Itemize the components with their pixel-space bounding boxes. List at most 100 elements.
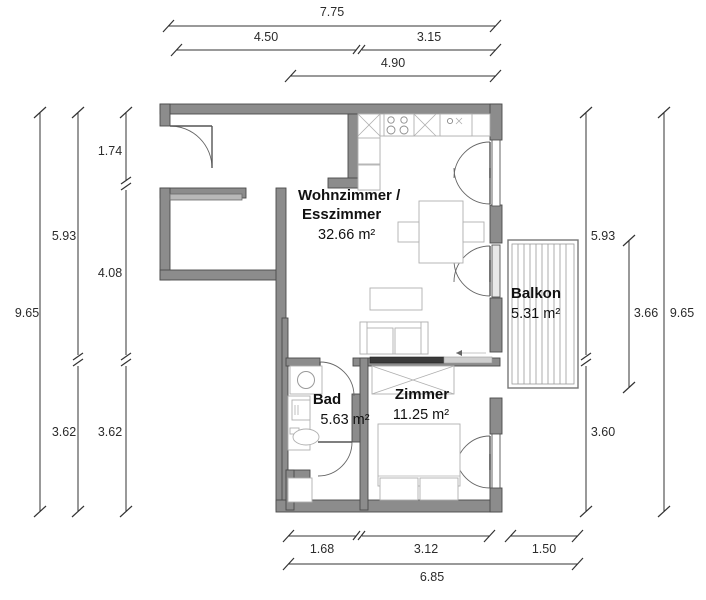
dimension-right-break-mark (580, 352, 592, 367)
door-balkon-leaf-lower[interactable] (453, 259, 491, 297)
zimmer-furniture-group (371, 365, 461, 501)
wall-right-seg-4 (489, 397, 503, 435)
bath-lower-cabinet (287, 477, 313, 503)
dimension-left-1-74: 1.74 (98, 106, 133, 180)
pillow-right (419, 477, 459, 501)
room-area: 5.63 m² (320, 412, 369, 428)
dimension-label: 7.75 (320, 5, 344, 19)
right-dimension-group: 5.93 3.60 3.66 9.65 (579, 106, 694, 518)
top-dimension-group: 7.75 4.50 3.15 4.90 (162, 5, 502, 83)
dimension-top-4-90: 4.90 (284, 56, 502, 83)
dimension-label: 1.74 (98, 144, 122, 158)
dimension-bottom-1-68: 1.68 (282, 529, 356, 556)
dimension-left-3-62-inner: 3.62 (98, 366, 133, 518)
window-right-upper (491, 139, 501, 207)
room-area: 32.66 m² (318, 227, 375, 243)
pillow-left (379, 477, 419, 501)
dimension-top-break-mark (352, 44, 366, 55)
dimension-label: 3.60 (591, 425, 615, 439)
wall-kitchen-partition-vertical (347, 113, 359, 189)
stove-burner (400, 116, 408, 124)
dimension-left-3-62-middle: 3.62 (52, 366, 85, 518)
dimension-label: 4.50 (254, 30, 278, 44)
room-name-line2: Esszimmer (302, 206, 381, 223)
dimension-bottom-1-50: 1.50 (504, 529, 584, 556)
dimension-bottom-6-85: 6.85 (282, 557, 584, 584)
windows-group (491, 139, 501, 489)
balkon-deck-area (511, 243, 575, 385)
window-right-lower (491, 433, 501, 489)
stove (383, 113, 415, 137)
dimension-label: 6.85 (420, 570, 444, 584)
door-entrance[interactable] (169, 125, 213, 169)
dimension-label: 3.62 (52, 425, 76, 439)
dimension-label: 3.15 (417, 30, 441, 44)
wall-hall-horizontal (159, 269, 286, 281)
kitchen-cabinet-marks (357, 113, 437, 191)
room-area: 5.31 m² (511, 306, 560, 322)
wall-right-seg-1 (489, 103, 503, 141)
dimension-label: 3.12 (414, 542, 438, 556)
sliding-direction-arrow (456, 350, 462, 356)
living-furniture-group (359, 200, 485, 355)
washing-machine (289, 365, 323, 395)
dimension-right-9-65: 9.65 (657, 106, 694, 518)
bottom-dimension-group: 1.68 3.12 1.50 6.85 (282, 529, 584, 584)
room-name: Bad (313, 391, 341, 408)
dimension-left-break-mark-3 (120, 352, 132, 367)
dimension-left-break-mark-1 (72, 352, 84, 367)
dimension-label: 3.66 (634, 306, 658, 320)
bath-sink (291, 399, 311, 421)
wall-entry-closet-face (169, 193, 243, 201)
bed (377, 423, 461, 501)
stove-burner (386, 125, 396, 135)
dimension-label: 5.93 (52, 229, 76, 243)
wall-right-seg-2 (489, 204, 503, 244)
dimension-label: 1.50 (532, 542, 556, 556)
dimension-label: 5.93 (591, 229, 615, 243)
door-right-second[interactable] (453, 167, 491, 205)
dimension-right-5-93: 5.93 (579, 106, 615, 355)
room-label-balkon: Balkon 5.31 m² (511, 285, 561, 322)
toilet (289, 427, 320, 446)
wall-entry-jamb-upper (159, 103, 171, 127)
stove-burner (387, 116, 395, 124)
left-dimension-group: 9.65 5.93 3.62 1.74 4.08 (15, 106, 133, 518)
room-area: 11.25 m² (393, 407, 449, 423)
dimension-label: 4.90 (381, 56, 405, 70)
dimension-label: 3.62 (98, 425, 122, 439)
door-bath-lower[interactable] (317, 441, 353, 477)
kitchen-sink (439, 113, 473, 137)
balkon-decking-lines (517, 244, 567, 384)
wall-right-seg-5 (489, 487, 503, 513)
room-label-wohnzimmer: Wohnzimmer / Esszimmer 32.66 m² (298, 187, 401, 243)
dimension-bottom-break-mark (352, 530, 366, 541)
dining-chair-right (462, 221, 485, 243)
room-label-bad: Bad 5.63 m² (313, 391, 370, 428)
wall-bath-zimmer-divider (359, 357, 369, 511)
stove-burner (399, 125, 409, 135)
sliding-door-panel[interactable] (369, 356, 445, 364)
washing-machine-drum (297, 371, 315, 389)
balkon-door-glazing (491, 244, 501, 298)
wall-bath-top-left (285, 357, 321, 367)
kitchen-group (357, 113, 491, 191)
dimension-label: 4.08 (98, 266, 122, 280)
room-name: Balkon (511, 285, 561, 302)
dimension-top-4-50: 4.50 (170, 30, 356, 57)
sofa (359, 321, 429, 355)
dimension-left-4-08: 4.08 (98, 190, 127, 355)
dimension-label: 9.65 (15, 306, 39, 320)
bathroom-group (287, 365, 323, 503)
door-sliding-zimmer[interactable] (369, 350, 493, 364)
room-labels-group: Wohnzimmer / Esszimmer 32.66 m² Bad 5.63… (298, 187, 561, 428)
room-name: Wohnzimmer / (298, 187, 401, 204)
balkon-group (491, 239, 579, 389)
dimension-top-7-75: 7.75 (162, 5, 502, 33)
wall-top-exterior (159, 103, 501, 115)
dining-chair-left (397, 221, 420, 243)
wall-right-seg-3 (489, 297, 503, 353)
dimension-label: 9.65 (670, 306, 694, 320)
